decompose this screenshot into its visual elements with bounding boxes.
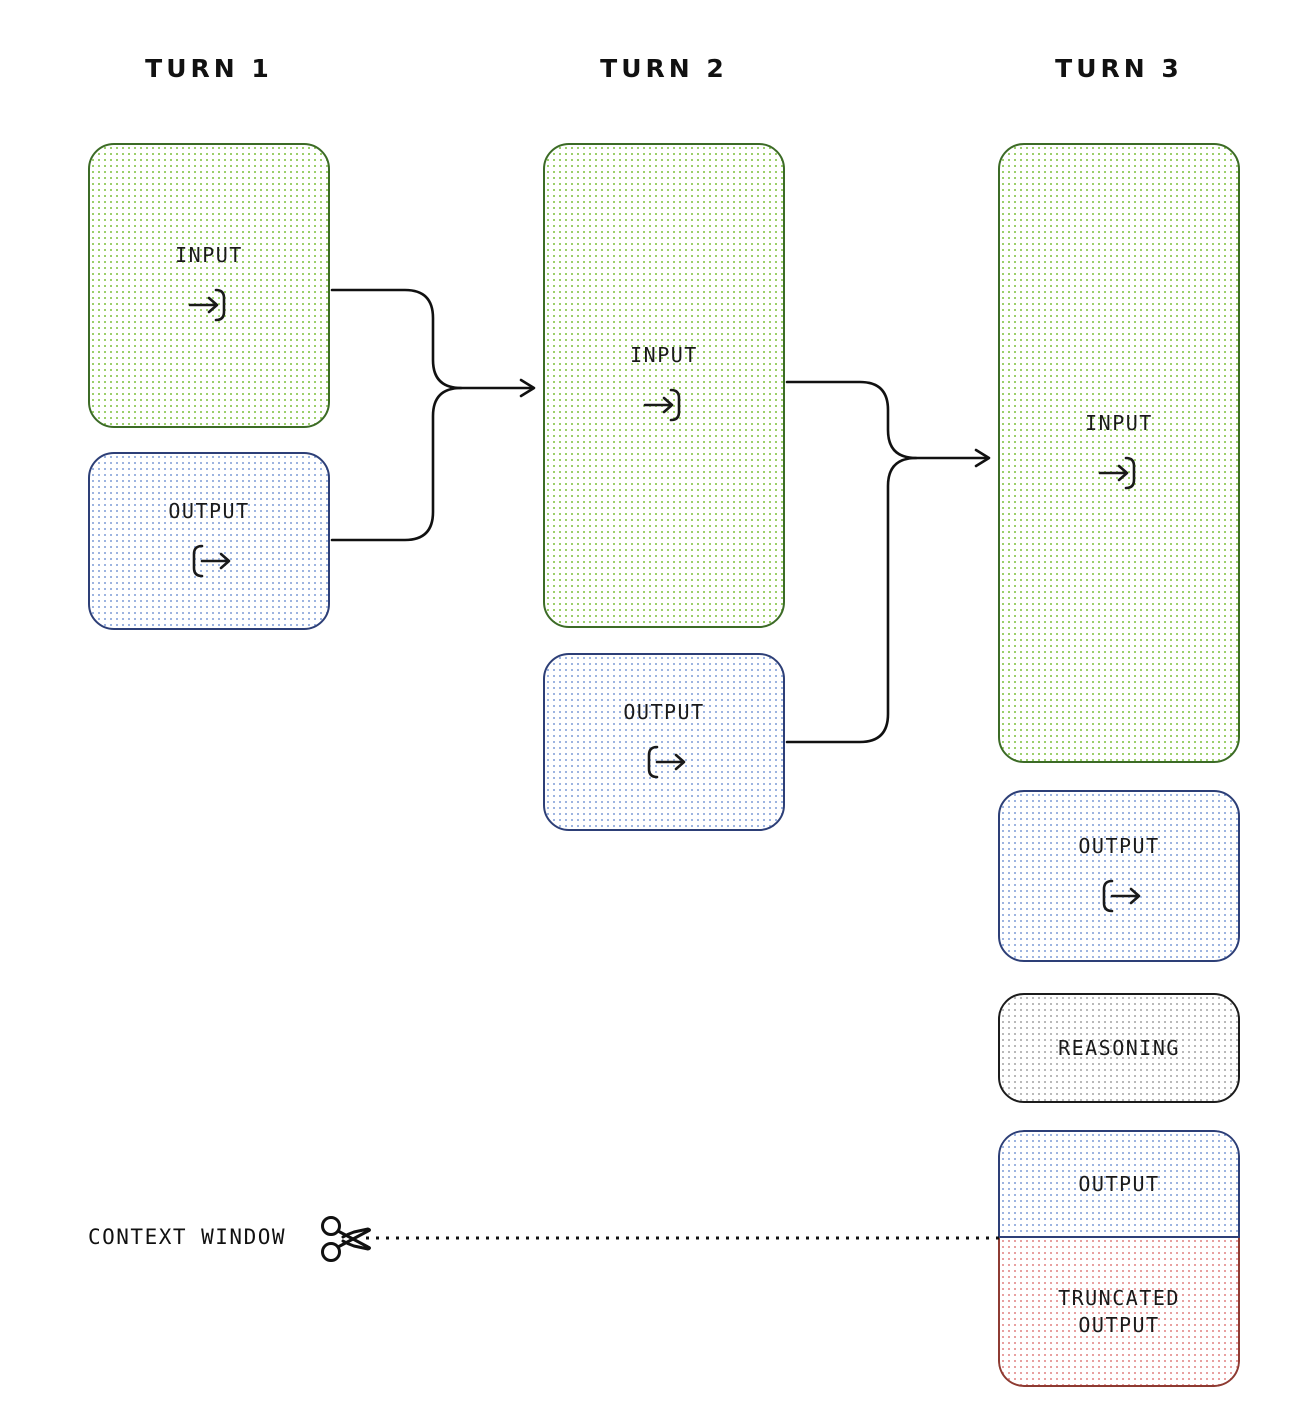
wire-turn2-input-to-turn3	[785, 380, 990, 460]
turn-2-output-block[interactable]: OUTPUT	[543, 653, 785, 831]
context-window-label: CONTEXT WINDOW	[88, 1225, 287, 1249]
turn-2-title: TURN 2	[600, 54, 728, 83]
turn-3-input-label: INPUT	[1085, 410, 1153, 435]
arrow-into-bracket-icon	[186, 285, 232, 329]
bracket-into-arrow-icon	[186, 541, 232, 585]
wire-turn1-output-to-turn2	[330, 386, 463, 542]
scissors-icon	[318, 1213, 374, 1272]
arrow-into-bracket-icon	[1096, 453, 1142, 497]
arrow-into-bracket-icon	[641, 385, 687, 429]
turn-1-title: TURN 1	[145, 54, 273, 83]
turn-3-reasoning-block[interactable]: REASONING	[998, 993, 1240, 1103]
wire-turn1-input-to-turn2	[330, 288, 535, 390]
truncated-block-kept-part: OUTPUT	[998, 1130, 1240, 1238]
turn-3-reasoning-label: REASONING	[1058, 1035, 1180, 1060]
turn-3-input-block[interactable]: INPUT	[998, 143, 1240, 763]
turn-3-output-label: OUTPUT	[1078, 833, 1160, 858]
turn-2-input-label: INPUT	[630, 343, 698, 367]
turn-3-split-output-label: OUTPUT	[1078, 1171, 1160, 1196]
arrowhead-turn1-to-turn2	[519, 378, 536, 398]
truncated-block-cut-part: TRUNCATED OUTPUT	[998, 1238, 1240, 1387]
turn-3-title: TURN 3	[1055, 54, 1183, 83]
bracket-into-arrow-icon	[1096, 876, 1142, 920]
turn-1-output-block[interactable]: OUTPUT	[88, 452, 330, 630]
turn-3-output-block[interactable]: OUTPUT	[998, 790, 1240, 962]
turn-3-truncated-output-label: TRUNCATED OUTPUT	[1058, 1285, 1180, 1337]
turn-3-truncated-output-block[interactable]: OUTPUT TRUNCATED OUTPUT	[998, 1130, 1240, 1387]
turn-1-input-label: INPUT	[175, 243, 243, 267]
wire-turn2-output-to-turn3	[785, 456, 918, 744]
turn-2-input-block[interactable]: INPUT	[543, 143, 785, 628]
turn-1-input-block[interactable]: INPUT	[88, 143, 330, 428]
turn-1-output-label: OUTPUT	[168, 498, 250, 523]
bracket-into-arrow-icon	[641, 742, 687, 786]
arrowhead-turn2-to-turn3	[974, 448, 991, 468]
turn-2-output-label: OUTPUT	[623, 699, 705, 724]
